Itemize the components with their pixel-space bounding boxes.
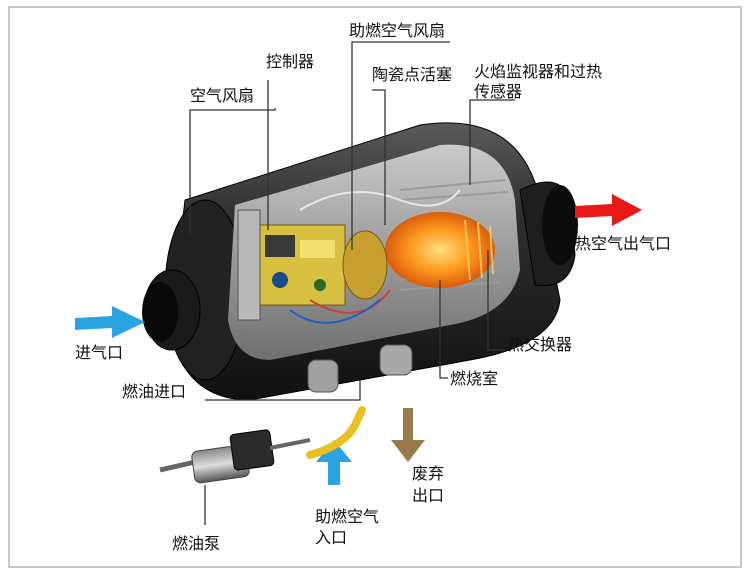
label-combustion-chamber: 燃烧室 xyxy=(450,369,499,388)
label-flame-monitor-line2: 传感器 xyxy=(474,82,523,101)
exhaust-arrow xyxy=(391,408,425,462)
label-fuel-pump: 燃油泵 xyxy=(172,534,221,553)
hot-air-arrow xyxy=(575,194,642,226)
heater-body xyxy=(142,122,578,401)
label-combustion-air-fan: 助燃空气风扇 xyxy=(349,21,446,40)
label-air-inlet: 进气口 xyxy=(75,343,124,362)
label-air-fan: 空气风扇 xyxy=(190,86,255,105)
label-hot-air-outlet: 热空气出气口 xyxy=(575,234,672,253)
fuel-pump-illustration xyxy=(159,429,311,484)
label-combustion-air-inlet-line2: 入口 xyxy=(315,528,348,547)
label-exhaust-line1: 废弃 xyxy=(412,464,445,483)
label-fuel-inlet: 燃油进口 xyxy=(122,382,187,401)
label-heat-exchanger: 热交换器 xyxy=(508,335,573,354)
label-ceramic-glow-plug: 陶瓷点活塞 xyxy=(372,65,453,84)
label-controller: 控制器 xyxy=(266,52,315,71)
label-combustion-air-inlet-line1: 助燃空气 xyxy=(315,507,380,526)
label-exhaust-line2: 出口 xyxy=(412,486,445,505)
label-flame-monitor-line1: 火焰监视器和过热 xyxy=(474,62,603,81)
air-inlet-arrow xyxy=(75,306,145,338)
leader-lines xyxy=(189,41,515,525)
yellow-pipe xyxy=(306,406,366,459)
